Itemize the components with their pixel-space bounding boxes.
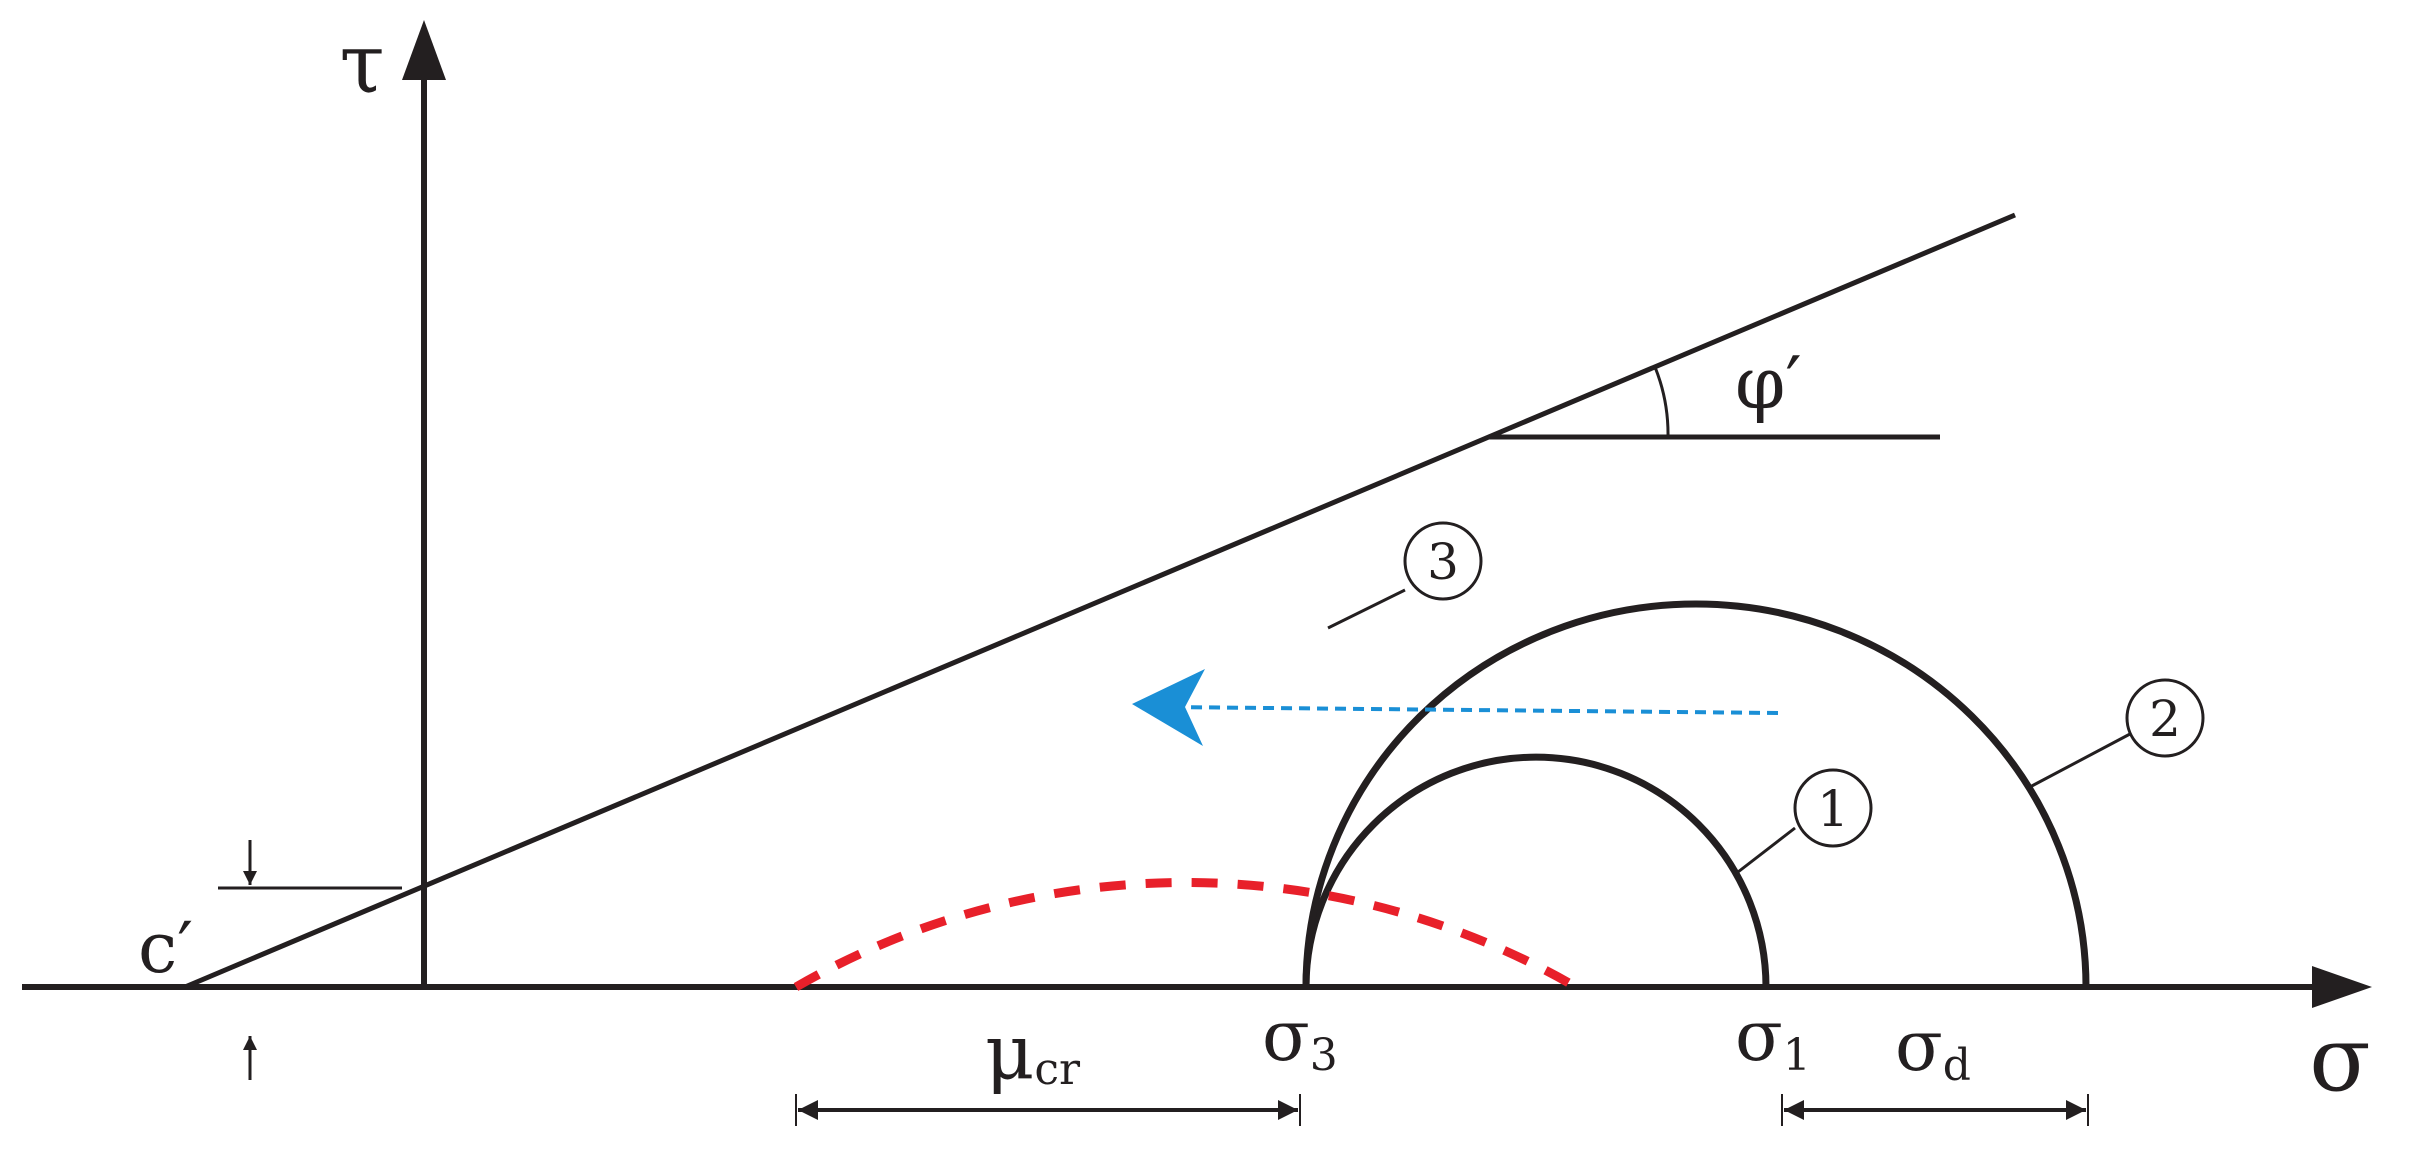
sigma1-label: σ1 bbox=[1735, 995, 1811, 1081]
sigma-axis-arrowhead bbox=[2312, 966, 2372, 1008]
sigmad-symbol: σ bbox=[1895, 1005, 1943, 1087]
phi-angle-arc bbox=[1653, 366, 1670, 438]
sigma1-subscript: 1 bbox=[1783, 1030, 1811, 1081]
callout-leader-2 bbox=[2027, 732, 2131, 790]
callout-leader-3 bbox=[1327, 588, 1406, 630]
mohr-circle-1 bbox=[1302, 753, 1770, 988]
callout-circle-2 bbox=[2125, 678, 2205, 758]
failure-envelope bbox=[184, 212, 2016, 990]
callout-circle-1 bbox=[1793, 768, 1873, 848]
stress-shift-dotted-line bbox=[1165, 705, 1779, 715]
tau-label: τ bbox=[339, 17, 384, 112]
sigma3-symbol: σ bbox=[1262, 995, 1310, 1077]
sigma3-subscript: 3 bbox=[1310, 1030, 1338, 1081]
sigma1-symbol: σ bbox=[1735, 995, 1783, 1077]
mucr-symbol: μ bbox=[985, 1007, 1034, 1096]
phi-prime-label: φ′ bbox=[1735, 341, 1802, 425]
tau-axis-arrowhead bbox=[402, 20, 446, 80]
sigma3-label: σ3 bbox=[1262, 995, 1338, 1081]
callout-number-2: 2 bbox=[2149, 690, 2181, 748]
sigmad-label: σd bbox=[1895, 1005, 1971, 1091]
callout-leader-1 bbox=[1737, 826, 1796, 874]
mucr-label: μcr bbox=[985, 1007, 1081, 1096]
sigmad-subscript: d bbox=[1943, 1040, 1971, 1091]
mohr-circle-3-dashed bbox=[793, 878, 1579, 991]
stress-shift-arrowhead bbox=[1132, 669, 1205, 746]
sigma-label: σ bbox=[2309, 1007, 2370, 1112]
callout-circle-3 bbox=[1403, 521, 1483, 601]
c-prime-label: c′ bbox=[138, 907, 193, 989]
mucr-subscript: cr bbox=[1034, 1044, 1081, 1095]
callout-number-3: 3 bbox=[1427, 533, 1459, 591]
mohr-circle-2 bbox=[1302, 600, 2090, 988]
callout-number-1: 1 bbox=[1817, 780, 1849, 838]
